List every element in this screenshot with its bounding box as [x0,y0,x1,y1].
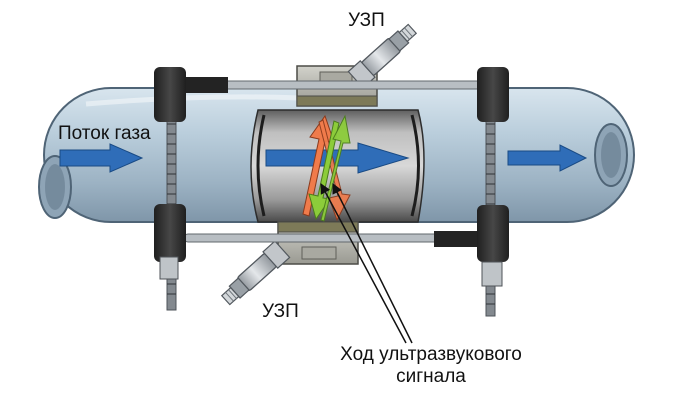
ultrasonic-signal-paths [302,114,351,222]
gas-flow-label: Поток газа [58,123,151,144]
signal-label-line-1: Ход ультразвукового [340,344,522,365]
signal-path-label: Ход ультразвукового сигнала [326,344,536,388]
clamp-rods [169,77,496,247]
right-pipe-clamp [477,67,509,317]
flow-arrow-right [507,144,588,172]
flow-arrow-left [59,143,144,173]
top-transducer-label: УЗП [348,10,385,31]
bottom-transducer-label: УЗП [262,301,299,322]
signal-label-pointers [320,183,413,344]
bottom-transducer-mount [277,221,359,265]
bottom-ultrasonic-transducer [220,240,291,306]
signal-label-line-2: сигнала [396,365,466,387]
left-pipe-clamp [154,67,186,311]
